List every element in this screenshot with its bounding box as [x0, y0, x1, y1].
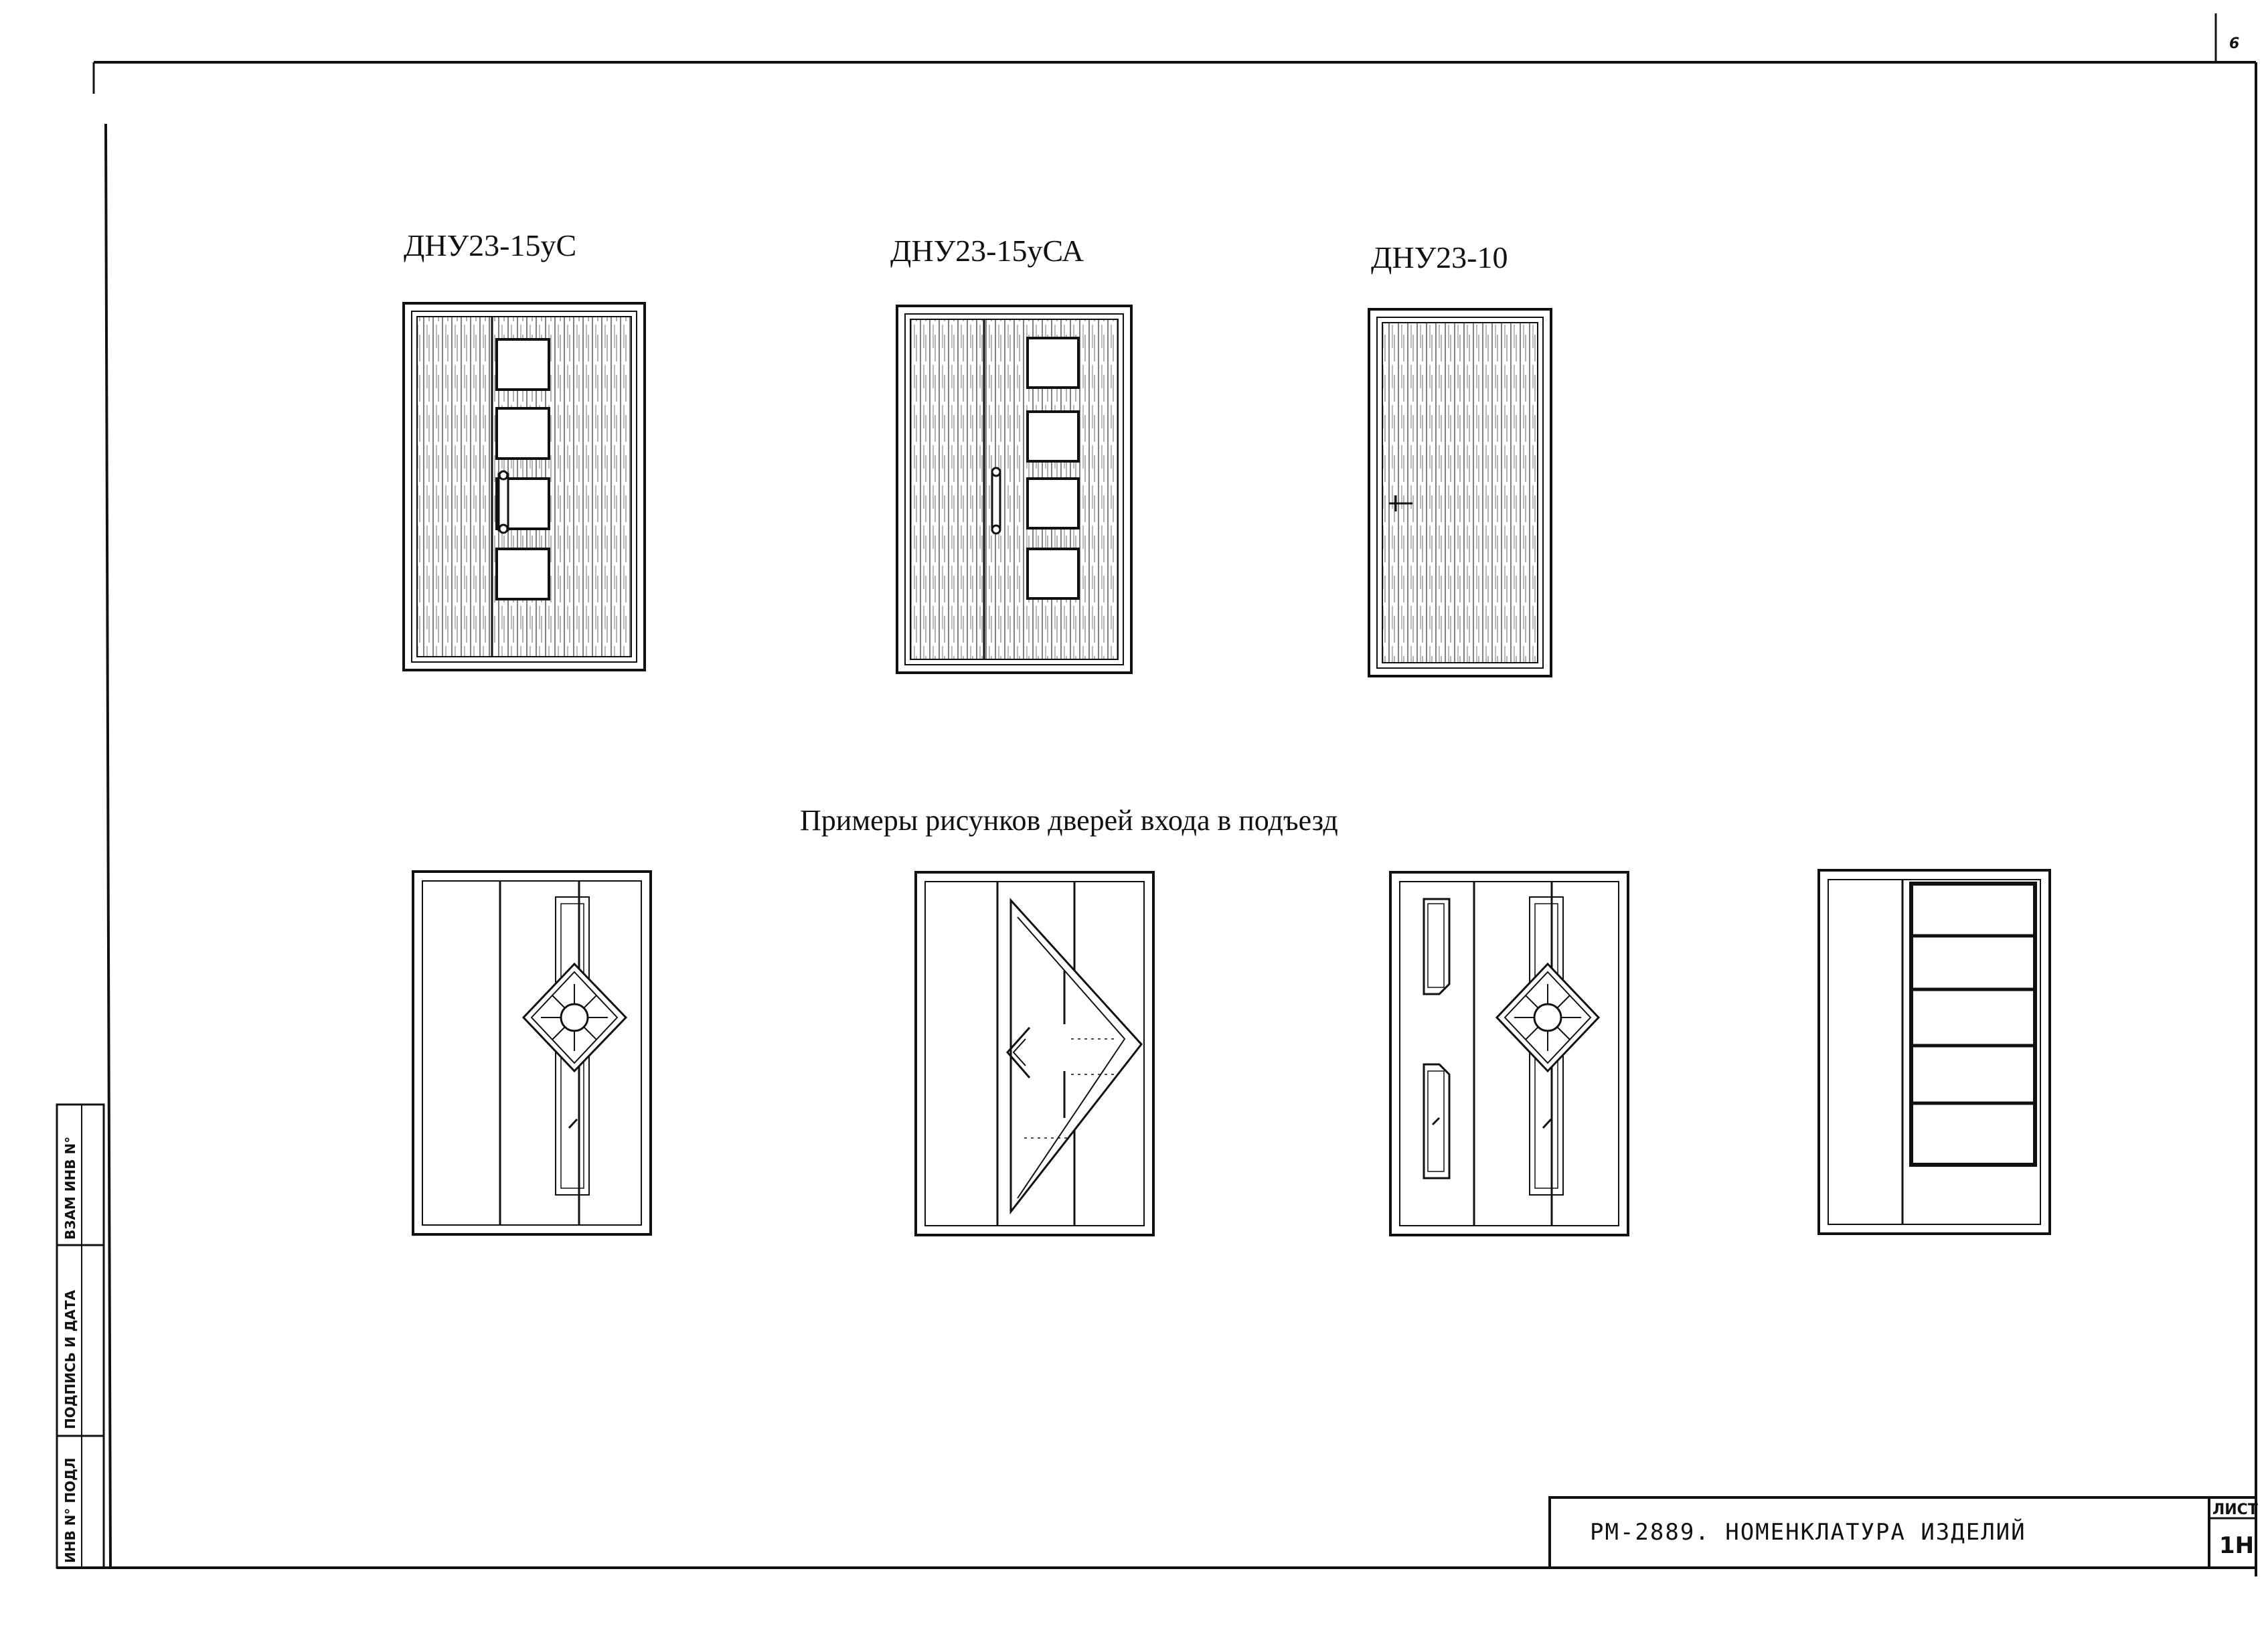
door-design-3 [1389, 871, 1629, 1236]
door-dnu23-10: ДНУ23-10 [1368, 240, 1552, 677]
caption-examples: Примеры рисунков дверей входа в подъезд [800, 804, 1338, 837]
door-dnu23-15us: ДНУ23-15уС [402, 228, 646, 671]
side-stamp-podpis: ПОДПИСЬ И ДАТА [62, 1289, 78, 1429]
door-design-4 [1817, 869, 2051, 1235]
side-stamp: ИНВ N° ПОДЛ ПОДПИСЬ И ДАТА ВЗАМ ИНВ N° [56, 1103, 105, 1569]
door-label-dnu23-10: ДНУ23-10 [1371, 240, 1508, 274]
door-dnu23-15usa: ДНУ23-15уСА [890, 234, 1133, 674]
side-stamp-vzam: ВЗАМ ИНВ N° [62, 1137, 78, 1240]
title-block-sheet-number: 1Н [2219, 1532, 2254, 1559]
side-stamp-inv-podl: ИНВ N° ПОДЛ [62, 1457, 78, 1563]
title-block: РМ-2889. НОМЕНКЛАТУРА ИЗДЕЛИЙ ЛИСТ 1Н [1548, 1496, 2258, 1569]
title-block-sheet-label: ЛИСТ [2212, 1501, 2258, 1518]
door-design-1 [412, 870, 652, 1236]
sheet-corner-mark: 6 [2229, 35, 2239, 52]
title-block-designation: РМ-2889. НОМЕНКЛАТУРА ИЗДЕЛИЙ [1590, 1518, 2026, 1546]
door-design-2 [914, 871, 1155, 1236]
door-label-dnu23-15us: ДНУ23-15уС [404, 228, 576, 262]
door-label-dnu23-15usa: ДНУ23-15уСА [890, 234, 1084, 268]
